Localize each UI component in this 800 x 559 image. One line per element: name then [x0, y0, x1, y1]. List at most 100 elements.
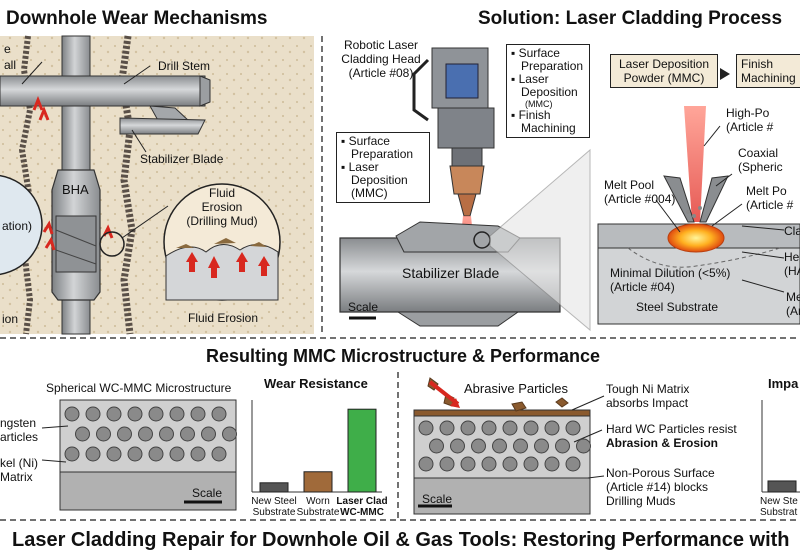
stabilizer-blade-label: Stabilizer Blade — [140, 152, 224, 166]
wc-particle — [211, 406, 227, 422]
abrasion-bottom-text: ion — [2, 312, 19, 326]
nickel-label: kel (Ni)Matrix — [0, 456, 38, 484]
wc-particle — [418, 456, 434, 472]
wc-particle — [555, 438, 570, 454]
chart-bar — [347, 408, 377, 493]
solution-panel-title: Solution: Laser Cladding Process — [478, 8, 783, 29]
wc-particle — [565, 456, 581, 472]
coaxial-label: Coaxial(Spheric — [738, 146, 783, 174]
wear-resistance-chart — [259, 408, 377, 493]
wc-particles-block-1 — [64, 406, 237, 462]
wc-particle — [190, 446, 206, 462]
microstructure-title: Resulting MMC Microstructure & Performan… — [206, 346, 601, 366]
wc-particle — [222, 426, 237, 442]
high-power-label: High-Po(Article # — [726, 106, 774, 134]
impact-chart — [767, 480, 797, 493]
wc-particle — [471, 438, 486, 454]
wc-particle — [450, 438, 465, 454]
wc-particle — [439, 420, 455, 436]
wc-particle — [64, 446, 80, 462]
steel-substrate-label: Steel Substrate — [636, 300, 719, 314]
footer-title: Laser Cladding Repair for Downhole Oil &… — [12, 529, 790, 551]
wc-particle — [439, 456, 455, 472]
wc-particle — [180, 426, 195, 442]
abrasive-particles-label: Abrasive Particles — [464, 381, 569, 396]
minimal-dilution-label: Minimal Dilution (<5%)(Article #04) — [610, 266, 731, 294]
wc-particle — [127, 406, 143, 422]
abrasion-detail-circle — [0, 174, 43, 276]
wc-particle — [85, 406, 101, 422]
fluid-erosion-caption: Fluid Erosion — [188, 311, 259, 325]
melt-pool-left-label: Melt Pool(Article #004) — [604, 178, 676, 206]
wc-particle — [460, 456, 476, 472]
wc-particle — [429, 438, 444, 454]
chart-bar — [303, 471, 333, 493]
impact-chart-title: Impa — [768, 376, 799, 391]
wc-particle — [148, 406, 164, 422]
borehole-wall-mid — [118, 35, 136, 335]
haz-label: He(HA — [784, 250, 800, 278]
wc-particle — [169, 446, 185, 462]
wc-particle — [544, 456, 560, 472]
chart-bar — [259, 482, 289, 493]
scale-label-3: Scale — [422, 492, 453, 506]
bha-label: BHA — [62, 182, 89, 197]
robotic-head-label: Robotic Laser Cladding Head (Article #08… — [341, 38, 421, 80]
wc-particle — [201, 426, 216, 442]
wc-particle — [85, 446, 101, 462]
wc-particle — [148, 446, 164, 462]
wc-particle — [127, 446, 143, 462]
wc-particle — [138, 426, 153, 442]
wc-particle — [502, 420, 518, 436]
wc-particle — [418, 420, 434, 436]
wc-particle — [106, 446, 122, 462]
melt-pool-right-label: Melt Po(Article # — [746, 184, 794, 212]
wc-particle — [64, 406, 80, 422]
flow-box-machining: Finish Machining — [736, 54, 800, 88]
wc-particle — [190, 406, 206, 422]
process-steps-box-left: ▪ Surface Preparation ▪ Laser Deposition… — [336, 132, 430, 203]
wc-particle — [211, 446, 227, 462]
wc-particle — [544, 420, 560, 436]
wall-label-2: all — [4, 58, 17, 72]
wc-particle — [169, 406, 185, 422]
clad-label: Cla — [784, 224, 800, 238]
wc-particle — [96, 426, 111, 442]
scale-label-2: Scale — [192, 486, 223, 500]
wc-particle — [513, 438, 528, 454]
wear-chart-title: Wear Resistance — [264, 376, 368, 391]
wall-label-1: e — [4, 42, 11, 56]
wc-particle — [460, 420, 476, 436]
wc-particles-block-2 — [418, 420, 591, 472]
wc-particle — [502, 456, 518, 472]
wc-particle — [565, 420, 581, 436]
wc-particle — [492, 438, 507, 454]
process-steps-box-right: ▪ Surface Preparation ▪ Laser Deposition… — [506, 44, 590, 138]
stabilizer-blade-label-2: Stabilizer Blade — [402, 265, 500, 281]
wc-particle — [106, 406, 122, 422]
flow-box-deposition: Laser Deposition Powder (MMC) — [610, 54, 718, 88]
abrasion-circle-text: ation) — [2, 219, 33, 233]
wc-particle — [534, 438, 549, 454]
wc-particle — [523, 456, 539, 472]
wear-panel-title: Downhole Wear Mechanisms — [6, 8, 268, 29]
wc-particle — [159, 426, 174, 442]
scale-label-1: Scale — [348, 300, 379, 314]
wc-particle — [523, 420, 539, 436]
wc-particle — [75, 426, 90, 442]
wc-particle — [576, 438, 591, 454]
fluid-erosion-title: Fluid Erosion (Drilling Mud) — [186, 186, 258, 228]
wc-particle — [481, 420, 497, 436]
chart-bar — [767, 480, 797, 493]
wc-particle — [481, 456, 497, 472]
wc-particle — [117, 426, 132, 442]
metal-label: Me(Ar — [786, 290, 800, 318]
